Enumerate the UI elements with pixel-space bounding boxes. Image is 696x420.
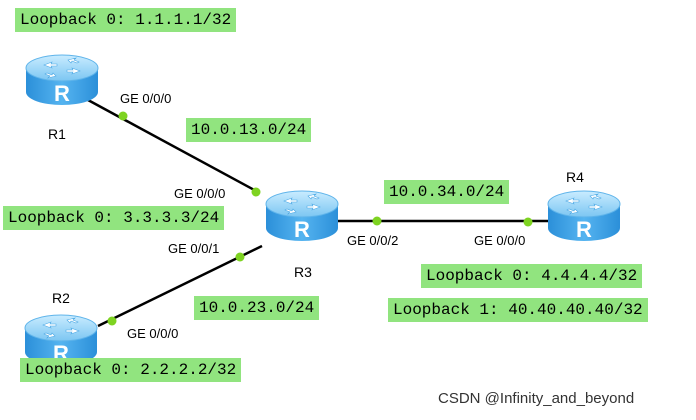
r1-loopback0-label: Loopback 0: 1.1.1.1/32	[15, 8, 237, 32]
r1-port-ge000: GE 0/0/0	[120, 91, 172, 106]
link-r1-r3	[87, 98, 259, 194]
r4-name: R4	[566, 169, 584, 185]
port-dot-r4-ge000	[523, 217, 533, 227]
r3-name: R3	[294, 264, 312, 280]
router-icon-r3[interactable]	[265, 190, 339, 243]
r2-loopback0-label: Loopback 0: 2.2.2.2/32	[20, 358, 242, 382]
link-r2-r3	[97, 244, 263, 328]
port-dot-r3-ge000	[251, 187, 261, 197]
r3-loopback0-label: Loopback 0: 3.3.3.3/24	[3, 206, 225, 230]
r4-loopback0-label: Loopback 0: 4.4.4.4/32	[421, 264, 643, 288]
watermark: CSDN @Infinity_and_beyond	[438, 390, 635, 407]
r3-port-ge000: GE 0/0/0	[174, 186, 226, 201]
subnet-r1-r3-label: 10.0.13.0/24	[186, 118, 312, 142]
r4-loopback1-label: Loopback 1: 40.40.40.40/32	[388, 298, 648, 322]
subnet-r3-r4-label: 10.0.34.0/24	[384, 180, 510, 204]
r1-name: R1	[48, 126, 66, 142]
r2-name: R2	[52, 290, 70, 306]
port-dot-r2-ge000	[107, 316, 117, 326]
router-icon-r1[interactable]	[25, 54, 99, 107]
subnet-r2-r3-label: 10.0.23.0/24	[194, 296, 320, 320]
port-dot-r3-ge001	[235, 252, 245, 262]
r3-port-ge001: GE 0/0/1	[168, 241, 220, 256]
r3-port-ge002: GE 0/0/2	[347, 233, 399, 248]
router-icon-r4[interactable]	[547, 190, 621, 243]
r2-port-ge000: GE 0/0/0	[127, 326, 179, 341]
r4-port-ge000: GE 0/0/0	[474, 233, 526, 248]
port-dot-r1-ge000	[118, 111, 128, 121]
port-dot-r3-ge002	[372, 216, 382, 226]
